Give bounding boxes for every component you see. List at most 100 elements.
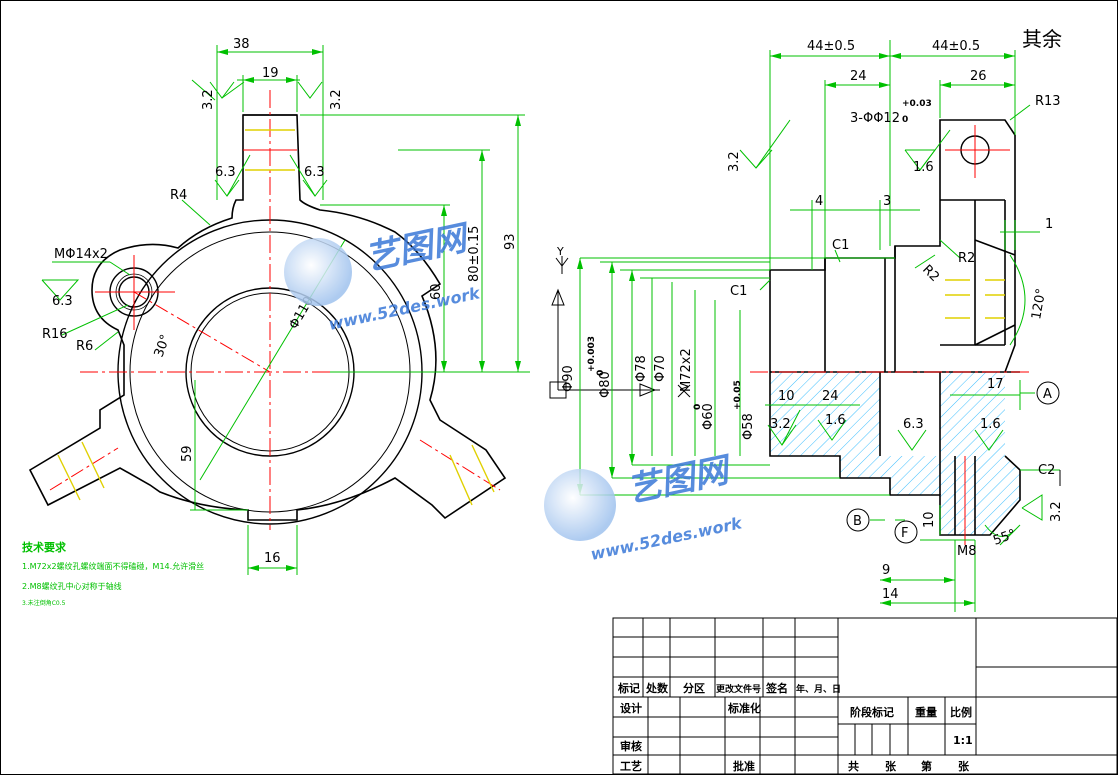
surface-3-2-right: 3.2	[329, 89, 344, 110]
watermark-url: www.52des.work	[327, 283, 483, 334]
dim-38: 38	[233, 37, 250, 52]
tb-stage: 阶段标记	[850, 705, 894, 719]
section-view: 44±0.5 44±0.5 24 26 R13 3-ΦΦ12 +0.03 0 1…	[549, 27, 1064, 612]
tb-review: 审核	[620, 739, 642, 753]
watermark-name-2: 艺图网	[624, 449, 737, 510]
height-80: 80±0.15	[467, 226, 482, 282]
datum-b: B	[853, 514, 862, 529]
rough-3-2-section: 3.2	[770, 417, 791, 432]
dim-4: 4	[815, 194, 823, 209]
angle-120: 120°	[1029, 287, 1049, 320]
tb-scale-value: 1:1	[953, 734, 973, 747]
angle-55: 55°	[991, 527, 1018, 549]
height-60: 60	[429, 283, 444, 300]
tb-sheet-2: 张	[958, 759, 970, 773]
tb-total: 共	[848, 759, 859, 773]
watermark-top: 艺图网 www.52des.work	[284, 217, 483, 334]
tb-sign: 签名	[765, 681, 788, 695]
radius-r16: R16	[42, 327, 68, 342]
front-view: 38 19 3.2 3.2 6.3 6.3 R4 MΦ14x2 6.3 R16 …	[28, 37, 530, 575]
chamfer-c2: C2	[1038, 463, 1055, 478]
radius-r13: R13	[1035, 94, 1061, 109]
axis-y-label: Y	[556, 245, 564, 258]
datum-f: F	[901, 526, 908, 541]
holes-tolerance: +0.03	[902, 99, 932, 109]
rough-1-6-right: 1.6	[980, 417, 1001, 432]
radius-r2: R2	[958, 251, 975, 266]
tb-number: 第	[921, 759, 932, 773]
watermark-globe-icon-2	[544, 469, 616, 541]
dim-9: 9	[882, 563, 890, 578]
dim-19: 19	[262, 66, 279, 81]
notes-line-1: 1.M72x2螺纹孔螺纹端面不得磕碰，M14.允许滑丝	[22, 561, 204, 571]
dim-1: 1	[1045, 217, 1053, 232]
thread-m72: M72x2	[679, 348, 694, 392]
chamfer-c1-right: C1	[832, 238, 849, 253]
radius-r6: R6	[76, 339, 93, 354]
dim-24-lower: 24	[822, 389, 839, 404]
rough-3-2-top: 3.2	[727, 151, 742, 172]
watermark-bottom: 艺图网 www.52des.work	[544, 449, 745, 564]
rough-6-3-section: 6.3	[903, 417, 924, 432]
rest-label: 其余	[1022, 27, 1062, 51]
tb-count: 处数	[645, 681, 669, 695]
rough-3-2-right: 3.2	[1049, 501, 1064, 522]
diameter-60-tol: +0.05	[733, 380, 743, 410]
dim-3: 3	[883, 194, 891, 209]
rough-1-6-top: 1.6	[913, 160, 934, 175]
dim-14: 14	[882, 587, 899, 602]
height-93: 93	[503, 233, 518, 250]
technical-notes: 技术要求 1.M72x2螺纹孔螺纹端面不得磕碰，M14.允许滑丝 2.M8螺纹孔…	[22, 540, 204, 607]
diameter-78: Φ78	[634, 355, 649, 382]
tb-scale: 比例	[950, 705, 972, 719]
dim-44-left: 44±0.5	[807, 39, 855, 54]
holes-3x12: 3-ΦΦ12	[850, 111, 900, 126]
diameter-70: Φ70	[653, 355, 668, 382]
surface-3-2-left: 3.2	[201, 89, 216, 110]
radius-r2-small: R2	[919, 262, 942, 285]
diameter-60-tol0: 0	[693, 404, 703, 410]
rough-6-3-left: 6.3	[215, 165, 236, 180]
diameter-58: Φ58	[741, 413, 756, 440]
dim-10-lower: 10	[922, 511, 937, 528]
rough-thread: 6.3	[52, 294, 73, 309]
thread-m8: M8	[957, 544, 977, 559]
notes-title: 技术要求	[22, 540, 67, 554]
diameter-90: Φ90	[561, 365, 576, 392]
tb-sheets: 张	[885, 759, 897, 773]
tb-design: 设计	[620, 701, 642, 715]
holes-tolerance-zero: 0	[902, 115, 908, 125]
dim-17: 17	[987, 377, 1004, 392]
tb-mark: 标记	[617, 681, 640, 695]
rough-6-3-right: 6.3	[304, 165, 325, 180]
tb-standard: 标准化	[727, 701, 761, 715]
datum-a: A	[1043, 387, 1052, 402]
rough-1-6-section: 1.6	[825, 413, 846, 428]
dim-24: 24	[850, 69, 867, 84]
diameter-60: Φ60	[701, 403, 716, 430]
dim-26: 26	[970, 69, 987, 84]
notes-line-3: 3.未注倒角C0.5	[22, 599, 66, 607]
tb-approve: 批准	[733, 759, 755, 773]
angle-30: 30°	[152, 333, 174, 360]
diameter-80-tol: +0.003	[587, 336, 597, 372]
diameter-80-tol0: 0	[596, 370, 606, 376]
tb-change-doc: 更改文件号	[716, 683, 761, 695]
dim-44-right: 44±0.5	[932, 39, 980, 54]
height-59: 59	[180, 445, 195, 462]
tb-weight: 重量	[915, 705, 937, 719]
diameter-80: Φ80	[598, 371, 613, 398]
tb-process: 工艺	[620, 759, 642, 773]
thread-label: MΦ14x2	[54, 247, 108, 262]
tb-zone: 分区	[683, 681, 705, 695]
title-block: 标记 处数 分区 更改文件号 签名 年、月、日 设计 标准化 阶段标记 重量 比…	[612, 617, 1118, 775]
chamfer-c1-left: C1	[730, 284, 747, 299]
width-16: 16	[264, 551, 281, 566]
watermark-name: 艺图网	[362, 217, 475, 278]
radius-r4: R4	[170, 188, 187, 203]
notes-line-2: 2.M8螺纹孔中心对称于轴线	[22, 581, 122, 591]
tb-date: 年、月、日	[796, 683, 841, 695]
dim-10: 10	[778, 389, 795, 404]
watermark-globe-icon	[284, 238, 352, 306]
